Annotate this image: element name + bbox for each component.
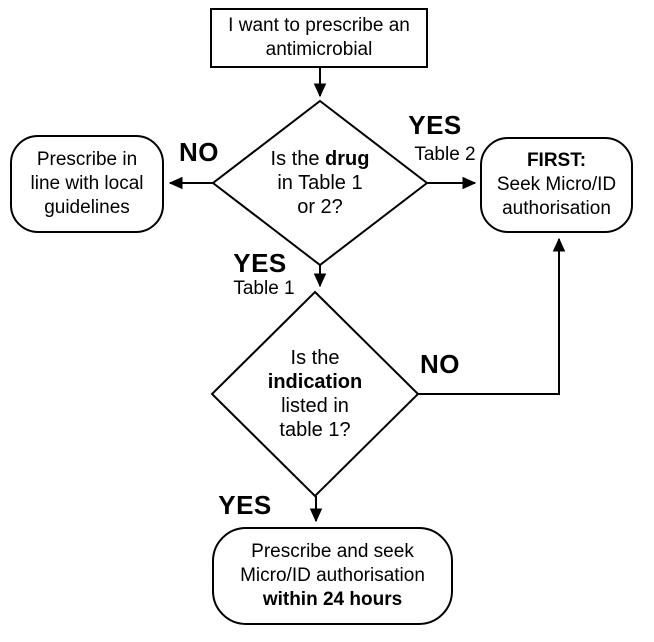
sublabel-table2: Table 2: [414, 144, 476, 165]
seek-authorisation-line2: Seek Micro/ID: [496, 174, 617, 195]
label-indication-no: NO: [420, 349, 460, 379]
seek-authorisation-node: FIRST: Seek Micro/ID authorisation: [480, 137, 633, 233]
decision-drug-line3: or 2?: [297, 196, 343, 218]
start-node-text-line2: antimicrobial: [265, 39, 373, 60]
decision-drug-line1-bold: drug: [325, 148, 370, 170]
decision-drug-diamond: [211, 99, 429, 267]
decision-indication-text: Is the indication listed in table 1?: [235, 346, 395, 442]
seek-authorisation-line3: authorisation: [502, 198, 611, 219]
decision-indication-diamond: [210, 290, 420, 498]
start-node-text-line1: I want to prescribe an: [228, 15, 410, 36]
decision-indication-line4: table 1?: [279, 419, 351, 441]
prescribe-within-24h-line1: Prescribe and seek: [251, 541, 414, 562]
arrow-no-to-authorisation: [418, 237, 566, 395]
label-drug-no: NO: [179, 137, 219, 167]
decision-drug-line1-prefix: Is the: [270, 148, 326, 170]
decision-drug-line1: Is the drug: [240, 147, 400, 171]
start-node: I want to prescribe an antimicrobial: [210, 8, 428, 68]
sublabel-table1: Table 1: [233, 278, 295, 299]
prescribe-within-24h-line2: Micro/ID authorisation: [240, 565, 425, 586]
local-guidelines-line2: line with local: [30, 173, 144, 194]
label-indication-yes: YES: [218, 490, 272, 520]
label-drug-yes-table2: YES: [408, 110, 462, 140]
seek-authorisation-line1: FIRST:: [526, 150, 587, 171]
decision-indication-line2: indication: [267, 371, 363, 393]
local-guidelines-node: Prescribe in line with local guidelines: [10, 135, 164, 233]
label-drug-yes-table1: YES: [233, 248, 287, 278]
local-guidelines-line3: guidelines: [44, 197, 130, 218]
decision-drug-text: Is the drug in Table 1 or 2?: [240, 147, 400, 219]
prescribe-within-24h-line3: within 24 hours: [262, 589, 403, 610]
decision-drug-line2: in Table 1: [277, 172, 363, 194]
decision-indication-line3: listed in: [281, 395, 349, 417]
prescribe-within-24h-node: Prescribe and seek Micro/ID authorisatio…: [212, 527, 453, 625]
local-guidelines-line1: Prescribe in: [36, 149, 138, 170]
decision-indication-line1: Is the: [290, 347, 340, 369]
